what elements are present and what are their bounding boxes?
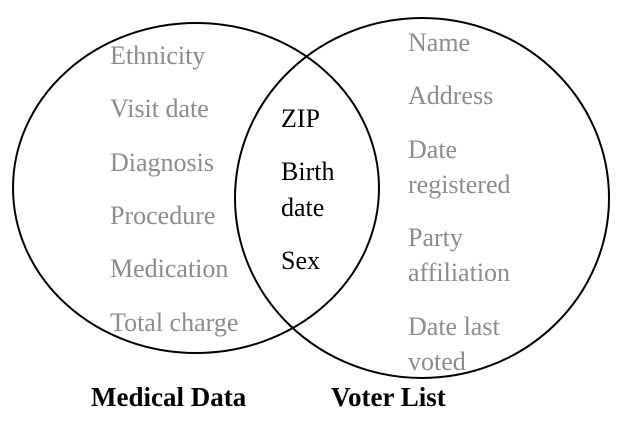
voter-field-party-1: Party: [408, 223, 463, 252]
voter-field-date-last-voted-1: Date last: [408, 312, 500, 341]
voter-field-date-last-voted-2: voted: [408, 347, 466, 376]
voter-list-caption: Voter List: [331, 382, 446, 412]
medical-data-circle: [12, 22, 380, 354]
medical-field-medication: Medication: [110, 254, 229, 283]
voter-field-date-registered-2: registered: [408, 170, 511, 199]
medical-field-visit-date: Visit date: [110, 94, 209, 123]
medical-field-procedure: Procedure: [110, 201, 216, 230]
shared-field-birth: Birth: [281, 157, 335, 186]
medical-field-ethnicity: Ethnicity: [110, 41, 206, 70]
medical-field-diagnosis: Diagnosis: [110, 148, 214, 177]
voter-list-circle: [234, 17, 610, 379]
medical-data-caption: Medical Data: [91, 382, 247, 412]
voter-field-name: Name: [408, 28, 471, 57]
voter-field-party-2: affiliation: [408, 258, 511, 287]
shared-field-date: date: [281, 193, 325, 222]
shared-field-zip: ZIP: [281, 104, 320, 133]
voter-field-address: Address: [408, 81, 494, 110]
shared-field-sex: Sex: [281, 246, 320, 275]
voter-field-date-registered-1: Date: [408, 135, 458, 164]
medical-field-total-charge: Total charge: [110, 308, 239, 337]
